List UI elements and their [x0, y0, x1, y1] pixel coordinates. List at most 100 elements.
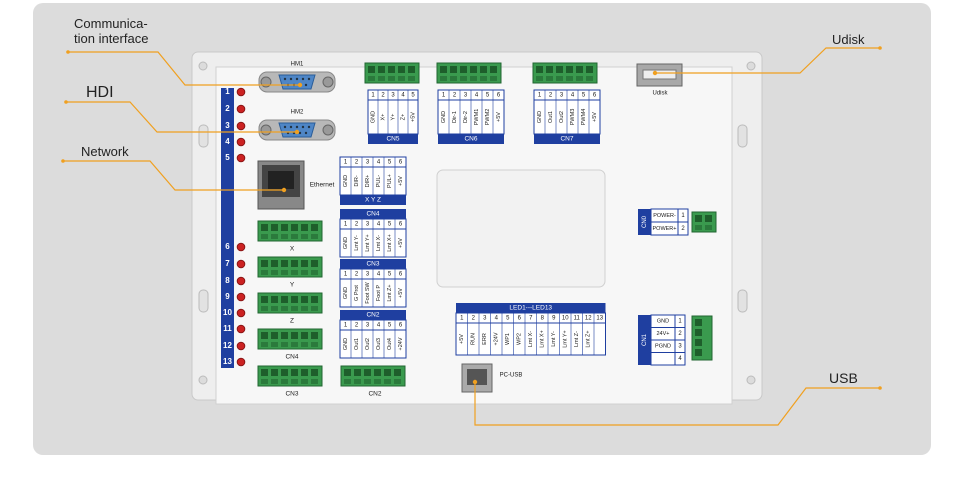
pc-usb-label: PC-USB: [500, 373, 523, 379]
cn0-num-cell: [677, 221, 689, 236]
pin-name: GND: [537, 111, 543, 123]
terminal-screw: [695, 215, 702, 222]
udisk-slot: [642, 69, 677, 80]
pin-name: GND: [343, 287, 349, 299]
pin-number: 6: [518, 316, 522, 322]
pin-number: 3: [366, 272, 370, 278]
db9-pin: [304, 131, 308, 135]
pin-number: 2: [381, 93, 385, 99]
ethernet-label: Ethernet: [310, 182, 335, 189]
pin-name: Lmt X-: [376, 235, 382, 251]
pin-table-title: CN6: [464, 136, 477, 143]
pin-number: 2: [453, 93, 457, 99]
leader-hdi-dot: [64, 100, 68, 104]
pin-number: 7: [529, 316, 533, 322]
pin-number: 8: [541, 316, 545, 322]
led-number: 5: [225, 153, 230, 162]
led-indicator: [236, 357, 246, 367]
pin-number: 2: [549, 93, 553, 99]
terminal-slot: [388, 76, 395, 81]
pin-name: GND: [343, 237, 349, 249]
terminal-screw: [281, 369, 288, 376]
led-indicator: [236, 308, 246, 318]
terminal-cn6: [436, 62, 502, 84]
pin-number: 4: [377, 160, 381, 166]
terminal-slot: [261, 270, 268, 275]
terminal-screw: [408, 66, 415, 73]
pin-name: Out3: [376, 338, 382, 350]
terminal-x: [257, 220, 323, 242]
pin-name: PUL+: [387, 174, 393, 188]
terminal-slot: [536, 76, 543, 81]
led-number: 3: [225, 121, 230, 130]
leader-usb: [474, 382, 880, 426]
pin-table-title-bg: [340, 310, 406, 320]
pin-number: 2: [355, 323, 359, 329]
terminal-screw: [368, 66, 375, 73]
terminal-slot: [311, 379, 318, 384]
db9-pin: [283, 125, 287, 129]
terminal-label: CN2: [368, 391, 381, 398]
leader-udisk: [655, 47, 880, 74]
led-indicator: [236, 153, 246, 163]
terminal-slot: [368, 76, 375, 81]
pin-number: 3: [560, 93, 564, 99]
led-indicator: [236, 104, 246, 114]
pin-number: 3: [483, 316, 487, 322]
terminal-slot: [374, 379, 381, 384]
pin-number: 5: [486, 93, 490, 99]
pin-name: PUL-: [376, 175, 382, 188]
terminal-screw: [566, 66, 573, 73]
terminal-slot: [261, 342, 268, 347]
db9-screw: [322, 124, 334, 136]
mount-hole: [746, 61, 756, 71]
pin-table-title: CN3: [366, 261, 379, 268]
pin-name: Lmt Z-: [574, 331, 580, 347]
terminal-screw: [291, 369, 298, 376]
terminal-screw: [301, 224, 308, 231]
pin-number: 2: [355, 222, 359, 228]
pin-number: 2: [355, 272, 359, 278]
terminal-slot: [271, 379, 278, 384]
terminal-slot: [460, 76, 467, 81]
callout-communication-line1: Communica-: [74, 16, 148, 31]
led-number: 1: [225, 87, 230, 96]
terminal-screw: [281, 260, 288, 267]
terminal-screw: [576, 66, 583, 73]
cn1-title: CN1: [642, 333, 648, 346]
cn1-row-label: PGND: [655, 343, 671, 349]
pin-name: Out4: [387, 338, 393, 350]
pin-name: GND: [370, 111, 376, 123]
terminal-screw: [460, 66, 467, 73]
cn1-row-num: 4: [678, 356, 682, 362]
pin-name: WP1: [505, 333, 511, 345]
terminal-slot: [364, 379, 371, 384]
terminal-slot: [291, 306, 298, 311]
terminal-slot: [311, 306, 318, 311]
terminal-screw: [344, 369, 351, 376]
led-number: 6: [225, 242, 230, 251]
terminal-cn5: [364, 62, 420, 84]
callout-udisk-label: Udisk: [832, 32, 865, 47]
pin-number: 1: [371, 93, 375, 99]
terminal-screw: [261, 260, 268, 267]
terminal-slot: [566, 76, 573, 81]
cn1-title-bg: [638, 315, 651, 365]
terminal-slot: [281, 270, 288, 275]
terminal-cn7: [532, 62, 598, 84]
xyz-bar: [340, 195, 406, 205]
pin-table-title-bg: [340, 259, 406, 269]
terminal-screw: [384, 369, 391, 376]
led-number: 11: [223, 324, 232, 333]
pin-number: 11: [574, 316, 581, 322]
terminal-label: Z: [290, 318, 294, 325]
mount-hole: [746, 375, 756, 385]
pin-table-title: CN4: [366, 211, 379, 218]
pin-name: GND: [441, 111, 447, 123]
cn0-title-bg: [638, 209, 651, 235]
